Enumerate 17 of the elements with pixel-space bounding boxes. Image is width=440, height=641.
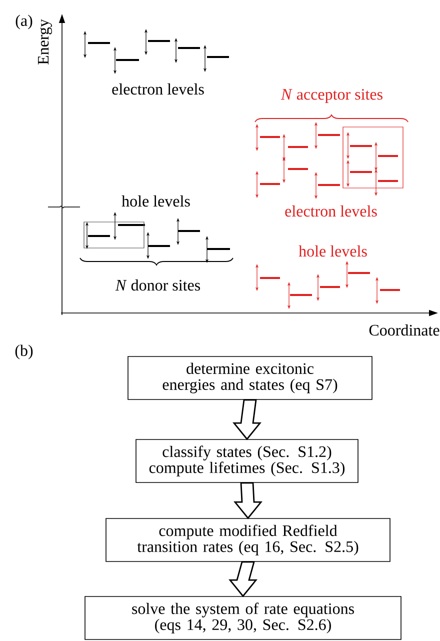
level-label: N acceptor sites: [280, 89, 382, 103]
process-box: solve the system of rate equations (eqs 14, 29, 30, Sec. S2.6): [84, 596, 402, 640]
level-label: electron levels: [285, 205, 377, 217]
process-box: classify states (Sec. S1.2) compute lifetimes (Sec. S1.3): [136, 439, 358, 483]
level-label: hole levels: [122, 195, 190, 207]
process-box: determine excitonic energies and states (eq S7): [128, 356, 372, 400]
block-arrow: [228, 561, 258, 598]
level-label: N donor sites: [115, 279, 200, 291]
level-label: hole levels: [298, 245, 367, 257]
panel-letter: (a): [16, 14, 32, 30]
process-box: compute modified Redfield transition rates (eq 16, Sec. S2.5): [106, 518, 390, 562]
axis-label: Energy: [38, 19, 52, 64]
level-label: electron levels: [112, 83, 204, 95]
block-arrow: [232, 399, 262, 440]
axis-label: Coordinate: [369, 324, 440, 336]
panel-letter: (b): [15, 344, 33, 360]
block-arrow: [234, 482, 262, 520]
